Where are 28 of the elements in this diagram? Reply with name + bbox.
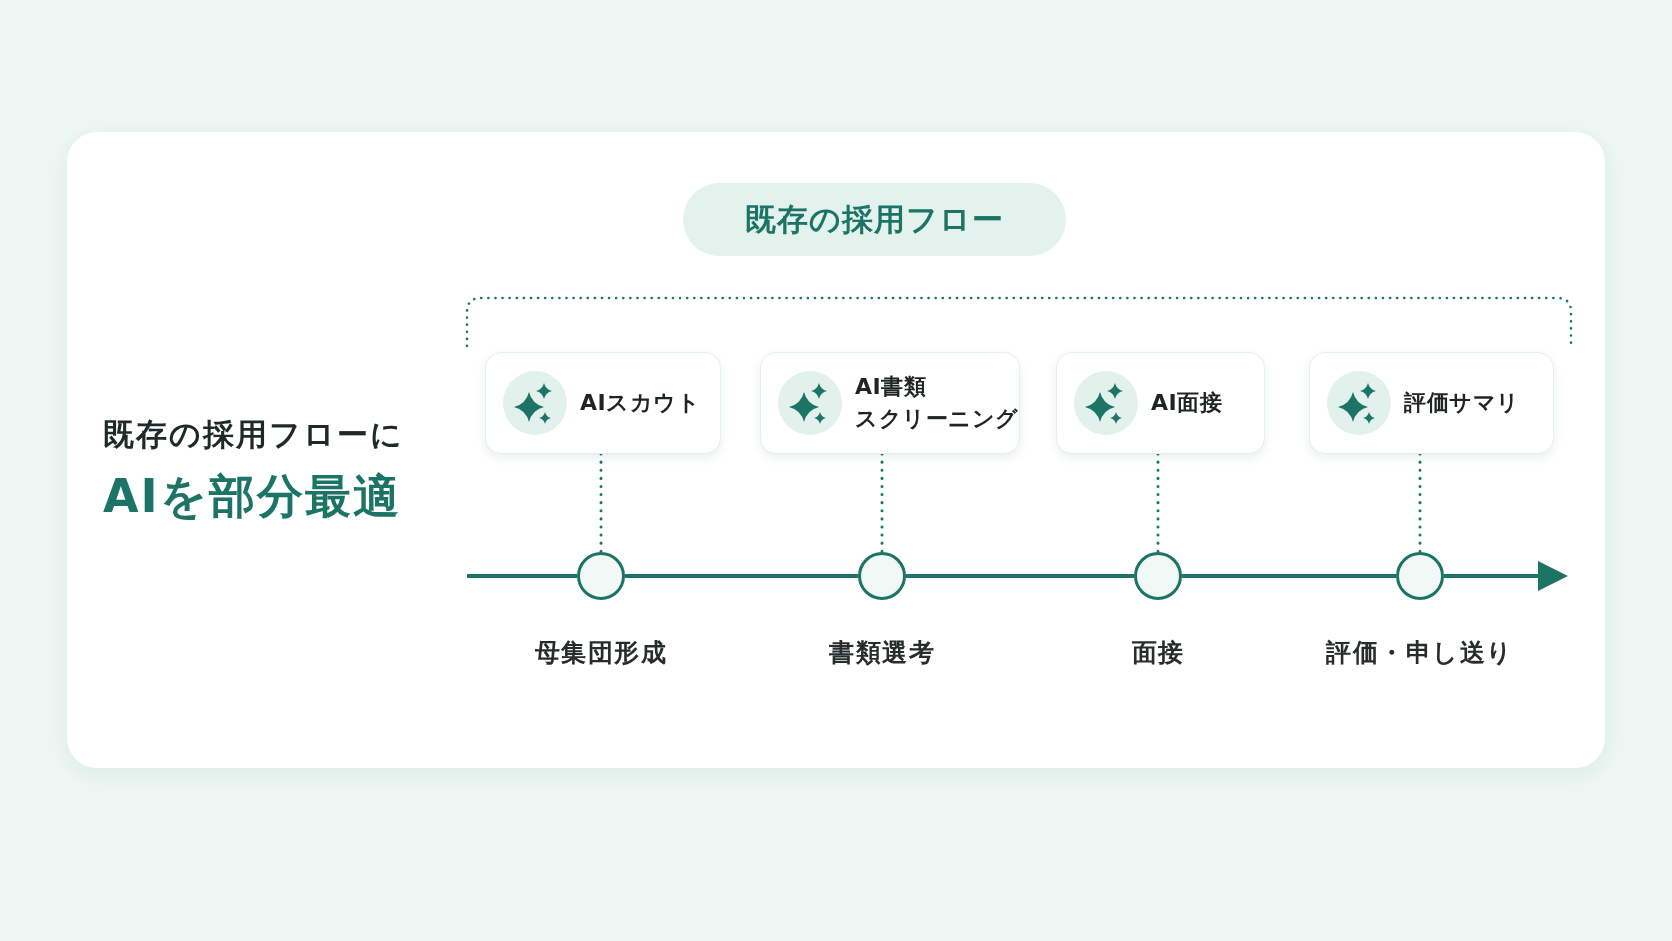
step-label: 評価サマリ (1404, 389, 1520, 418)
step-card (1309, 352, 1554, 454)
step-card (1056, 352, 1265, 454)
headline-emphasis: AIを部分最適 (103, 468, 401, 525)
milestone-circle (1134, 552, 1182, 600)
step-label: AI書類スクリーニング (855, 373, 1017, 433)
stage-label: 書類選考 (829, 637, 935, 669)
timeline-line (625, 574, 858, 578)
step-card (760, 352, 1020, 454)
milestone-circle (1396, 552, 1444, 600)
dotted-connector (1418, 452, 1422, 554)
dotted-connector (880, 452, 884, 554)
stage-label: 評価・申し送り (1326, 637, 1514, 669)
timeline-arrow (1444, 561, 1568, 591)
stage-label: 面接 (1131, 637, 1185, 669)
dotted-connector (1156, 452, 1160, 554)
headline-text: 既存の採用フローに (103, 415, 404, 454)
timeline-line (1182, 574, 1396, 578)
milestone-circle (858, 552, 906, 600)
timeline-line (467, 574, 577, 578)
dotted-connector (599, 452, 603, 554)
timeline-line (906, 574, 1134, 578)
step-label: AI面接 (1151, 389, 1223, 418)
section-tag: 既存の採用フロー (683, 183, 1066, 256)
step-card (485, 352, 721, 454)
stage-label: 母集団形成 (534, 637, 668, 669)
milestone-circle (577, 552, 625, 600)
step-label: AIスカウト (580, 389, 701, 418)
